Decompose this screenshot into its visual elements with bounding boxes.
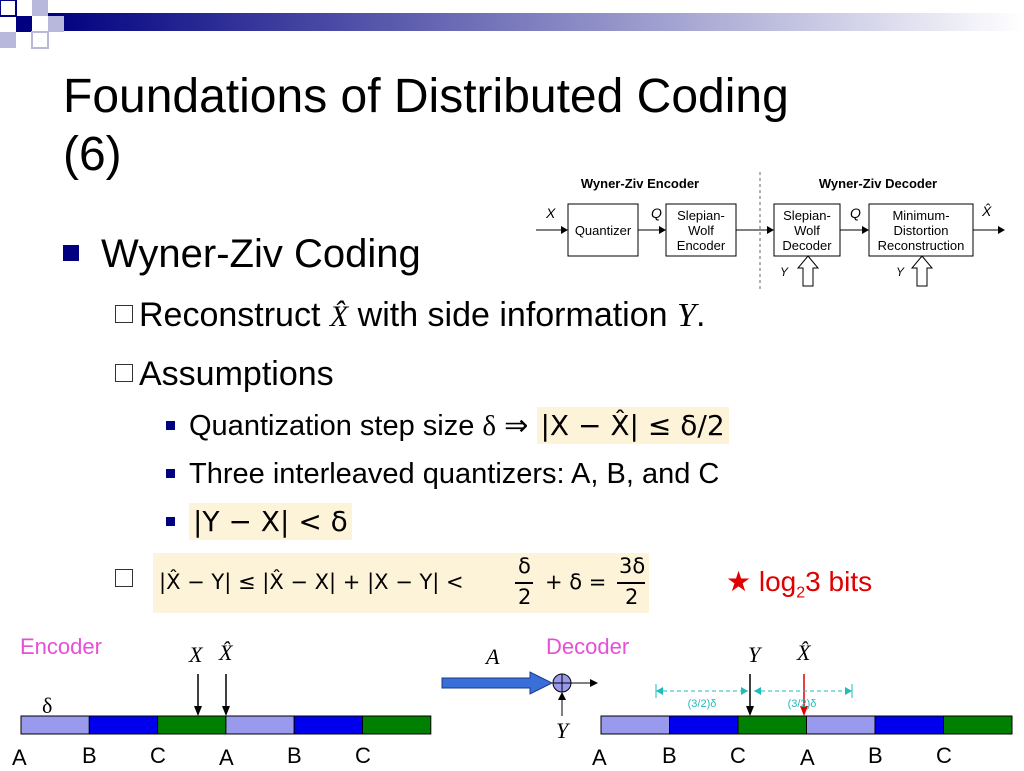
decoder-quantizer-cell-0 xyxy=(600,715,670,735)
sub-bullet-triangle-inequality: |X̂ − Y| ≤ |X̂ − X| + |X − Y| < δ 2 + δ … xyxy=(115,553,655,615)
hollow-square-icon xyxy=(115,364,133,383)
y-symbol: Y xyxy=(677,297,696,334)
xhat-symbol: X̂ xyxy=(329,300,349,333)
decoder-quantizer-cell-1 xyxy=(669,715,739,735)
encoder-quantizer-cell-4 xyxy=(293,715,364,735)
svg-text:Minimum-: Minimum- xyxy=(892,208,949,223)
dec-label-b1: B xyxy=(662,743,677,768)
adder-arrow xyxy=(441,671,598,716)
adder-y-label: Y xyxy=(556,718,569,743)
arrow-input-label: A xyxy=(486,644,500,669)
wyner-ziv-block-diagram: Wyner-Ziv Encoder Wyner-Ziv Decoder X Qu… xyxy=(536,172,1005,290)
enc-label-c1: C xyxy=(150,743,166,768)
encoder-quantizer-bar xyxy=(20,674,432,735)
output-xhat-label: X̂ xyxy=(981,203,992,219)
bullet-square-icon xyxy=(63,245,79,262)
encoder-quantizer-cell-1 xyxy=(88,715,159,735)
bits-annotation: ★ log23 bits xyxy=(726,566,873,602)
bullet-square-icon xyxy=(166,516,175,526)
hollow-square-icon xyxy=(115,305,133,324)
encoder-title: Wyner-Ziv Encoder xyxy=(581,176,699,191)
item-quantization-step: Quantization step size δ ⇒ |X − X̂| ≤ δ/… xyxy=(166,407,729,444)
item-side-info-bound: |Y − X| < δ xyxy=(166,503,352,540)
thick-right-arrow-icon xyxy=(441,671,554,695)
xhat-marker-label: X̂ xyxy=(219,640,233,665)
decoder-title: Wyner-Ziv Decoder xyxy=(819,176,937,191)
decoder-quantizer-cell-3 xyxy=(806,715,876,735)
item-interleaved-quantizers: Three interleaved quantizers: A, B, and … xyxy=(166,458,719,491)
dec-label-b2: B xyxy=(868,743,883,768)
decoder-label: Decoder xyxy=(546,634,630,659)
side-info-label-2: Y xyxy=(896,265,905,279)
svg-text:Wolf: Wolf xyxy=(688,223,714,238)
up-arrow-icon xyxy=(910,255,934,287)
svg-text:Reconstruction: Reconstruction xyxy=(878,238,965,253)
delta-label: δ xyxy=(42,693,53,718)
decoder-quantizer-cell-2 xyxy=(737,715,807,735)
encoder-quantizer-cell-2 xyxy=(157,715,227,735)
bullet-square-icon xyxy=(166,420,175,430)
encoder-quantizer-cell-3 xyxy=(225,715,295,735)
input-x-label: X xyxy=(545,205,556,221)
equation-triangle-inequality: |X̂ − Y| ≤ |X̂ − X| + |X − Y| < δ 2 + δ … xyxy=(153,553,649,613)
sub-bullet-assumptions: Assumptions xyxy=(115,355,334,394)
enc-label-a2: A xyxy=(219,745,234,770)
sw-encoder-block xyxy=(665,203,737,257)
corner-decoration xyxy=(0,0,1024,49)
enc-label-b1: B xyxy=(82,743,97,768)
reconstruction-block xyxy=(868,203,974,257)
dec-label-a2: A xyxy=(800,745,815,770)
q-label-2: Q xyxy=(850,205,861,221)
decoder-quantizer-cell-4 xyxy=(874,715,944,735)
q-label-1: Q xyxy=(651,205,662,221)
x-marker-label: X xyxy=(189,642,203,667)
star-icon: ★ xyxy=(726,566,752,597)
hollow-square-icon xyxy=(115,569,133,587)
svg-text:Quantizer: Quantizer xyxy=(575,223,632,238)
span-left-label: (3/2)δ xyxy=(688,698,717,710)
svg-text:Decoder: Decoder xyxy=(782,238,832,253)
dec-label-c1: C xyxy=(730,743,746,768)
decoder-quantizer-bar: (3/2)δ (3/2)δ xyxy=(600,674,1013,735)
bullet-square-icon xyxy=(166,468,175,478)
encoder-label: Encoder xyxy=(20,634,102,659)
encoder-quantizer-cell-0 xyxy=(20,715,90,735)
sub-bullet-reconstruct: Reconstruct X̂ with side information Y. xyxy=(115,296,705,335)
enc-label-c2: C xyxy=(355,743,371,768)
dec-label-c2: C xyxy=(936,743,952,768)
svg-text:Distortion: Distortion xyxy=(894,223,949,238)
dec-xhat-marker-label: X̂ xyxy=(797,640,811,665)
enc-label-b2: B xyxy=(287,743,302,768)
equation-error-bound: |X − X̂| ≤ δ/2 xyxy=(536,407,729,444)
sw-decoder-block xyxy=(773,203,841,257)
bullet-wyner-ziv: Wyner-Ziv Coding xyxy=(63,232,421,277)
dec-y-marker-label: Y xyxy=(748,642,761,667)
equation-side-info: |Y − X| < δ xyxy=(189,503,352,540)
decoder-quantizer-cell-5 xyxy=(943,715,1013,735)
svg-text:Slepian-: Slepian- xyxy=(677,208,725,223)
svg-text:Wolf: Wolf xyxy=(794,223,820,238)
up-arrow-icon xyxy=(796,255,820,287)
side-info-label-1: Y xyxy=(780,265,789,279)
svg-text:Encoder: Encoder xyxy=(677,238,726,253)
span-right-label: (3/2)δ xyxy=(788,698,817,710)
svg-text:Slepian-: Slepian- xyxy=(783,208,831,223)
page-title: Foundations of Distributed Coding (6) xyxy=(63,70,789,181)
encoder-quantizer-cell-5 xyxy=(362,715,432,735)
dec-label-a1: A xyxy=(592,745,607,770)
enc-label-a1: A xyxy=(12,745,27,770)
